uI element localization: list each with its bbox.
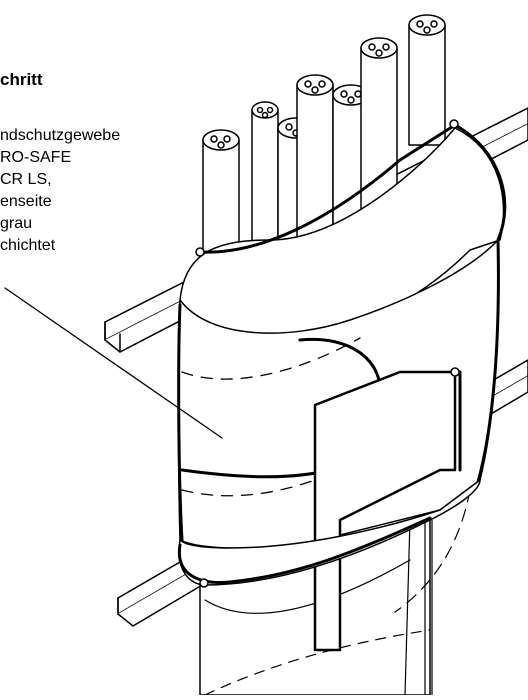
label-line: grau bbox=[0, 215, 33, 232]
cable-4 bbox=[297, 75, 333, 245]
label-line: RO-SAFE bbox=[0, 149, 72, 166]
label-line: chichtet bbox=[0, 237, 56, 254]
lower-wrap-collar bbox=[179, 480, 480, 587]
cable-7 bbox=[409, 15, 445, 145]
cable-2 bbox=[252, 102, 278, 260]
upper-wrap-collar bbox=[180, 120, 505, 344]
label-leader-line bbox=[5, 288, 222, 438]
label-line: ndschutzgewebe bbox=[0, 127, 121, 144]
label-title: chritt bbox=[0, 70, 43, 89]
label-line: enseite bbox=[0, 193, 52, 210]
label-line: CR LS, bbox=[0, 171, 52, 188]
